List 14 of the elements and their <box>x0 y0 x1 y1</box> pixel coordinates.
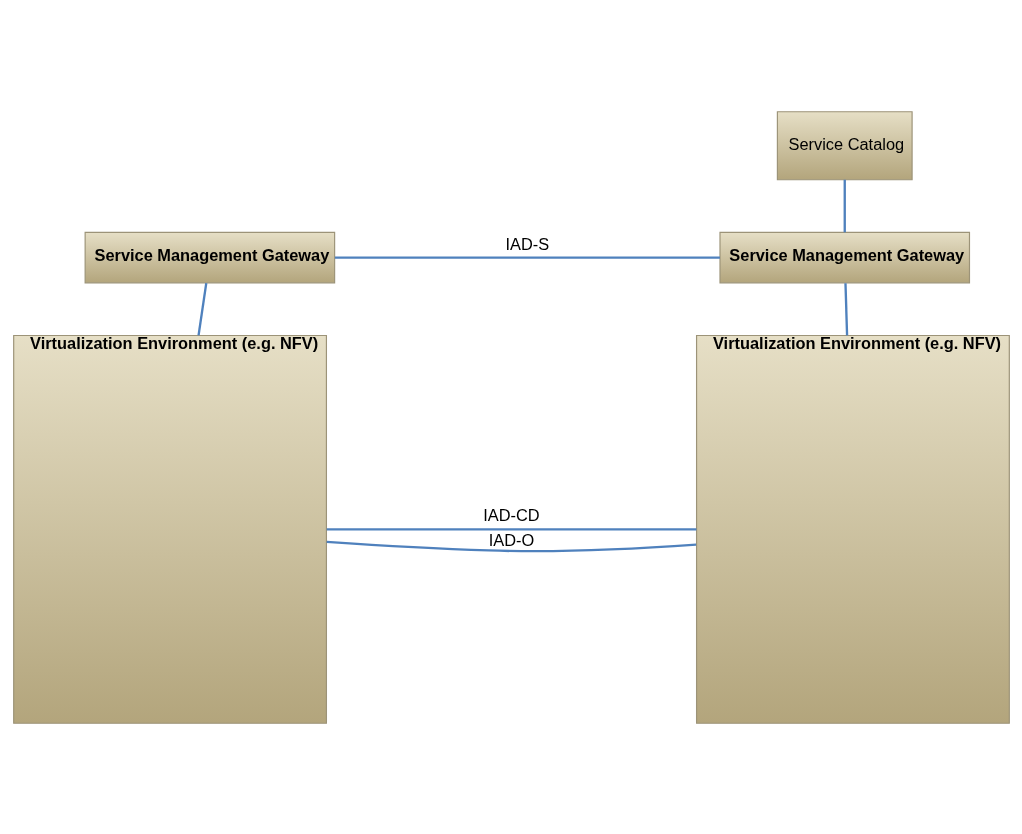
edge-label: IAD-S <box>504 234 549 253</box>
connector <box>326 540 696 552</box>
connector <box>326 527 696 531</box>
node-box: Service Management Gateway <box>84 231 335 283</box>
connector <box>843 179 846 232</box>
node-box: Service Management Gateway <box>718 231 970 283</box>
connector <box>196 282 207 335</box>
node-box: Virtualization Environment (e.g. NFV) <box>12 334 327 724</box>
node-box: Virtualization Environment (e.g. NFV) <box>695 334 1010 724</box>
connector <box>334 255 720 259</box>
node-box: Service Catalog <box>776 110 913 180</box>
connector <box>843 282 848 335</box>
edge-label: IAD-CD <box>482 505 540 524</box>
edge-label: IAD-O <box>488 530 534 549</box>
